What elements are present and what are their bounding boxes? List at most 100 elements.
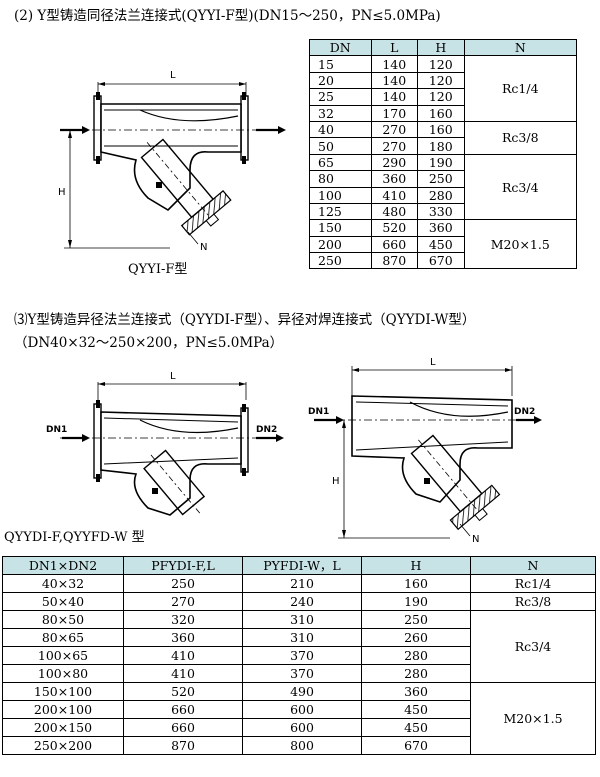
table-header-row: DN1×DN2 PFYDI-F,L PYFDI-W，L H N: [2, 556, 596, 575]
table-cell: 120: [417, 55, 465, 73]
table-row: 80×65 360 310 260: [2, 628, 596, 647]
table-cell-n: Rc1/4: [470, 574, 596, 593]
dn2-label: DN2: [256, 425, 277, 435]
table-cell: 200: [309, 235, 372, 254]
column-header: N: [463, 38, 578, 57]
table-cell: 280: [417, 186, 465, 204]
table-cell: 320: [123, 610, 243, 629]
table-cell: 250×200: [2, 736, 124, 755]
dim-L-label: L: [170, 371, 176, 382]
table-row: 250×200 870 800 670: [2, 736, 596, 755]
table-cell: 25: [309, 88, 372, 106]
table-cell: 80×50: [2, 610, 124, 629]
table-cell: 450: [417, 235, 465, 254]
dim-N-label: N: [472, 534, 479, 545]
table-cell: 210: [242, 574, 362, 593]
column-header: PFYDI-F,L: [123, 556, 243, 575]
table-cell: 270: [370, 120, 419, 139]
qyyi-f-drawing: L H N: [58, 70, 286, 253]
table-cell: 450: [361, 718, 471, 737]
table-cell: 170: [370, 104, 419, 122]
table-row: 150×100 520 490 360 M20×1.5: [2, 682, 596, 755]
qyydi-f-drawing: L DN1 DN2: [46, 371, 284, 516]
table-cell: 40×32: [2, 574, 124, 593]
table-cell: 160: [417, 104, 465, 122]
table-cell: 100×65: [2, 646, 124, 665]
table-cell: 870: [123, 736, 243, 755]
table-cell: 200×100: [2, 700, 124, 719]
table-row: 250 870 670: [309, 252, 577, 270]
table-row: 40 270 160 Rc3/8: [309, 120, 578, 155]
table-row: 100×80 410 370 280: [2, 664, 596, 683]
table-cell: 490: [242, 682, 362, 701]
table-cell: 150: [309, 219, 372, 237]
table-cell: 410: [123, 646, 243, 665]
dim-L-label: L: [430, 357, 436, 368]
table-cell: 410: [123, 664, 243, 683]
section2-title: (2) Y型铸造同径法兰连接式(QYYI-F型)(DN15～250，PN≤5.0…: [14, 8, 441, 24]
table-cell: 600: [242, 718, 362, 737]
table-cell: 160: [417, 120, 465, 139]
table-cell: 140: [370, 88, 419, 106]
table-cell: 870: [370, 252, 419, 270]
qyydi-caption: QYYDI-F,QYYFD-W 型: [4, 530, 145, 545]
table-cell: 250: [417, 170, 465, 188]
table-cell: 310: [242, 628, 362, 647]
table-cell: 660: [123, 718, 243, 737]
table-row: 25 140 120: [309, 88, 577, 106]
table-cell: 160: [361, 574, 471, 593]
column-header: N: [470, 556, 596, 575]
dim-H-label: H: [332, 476, 340, 487]
table-cell: 120: [417, 88, 465, 106]
table-cell: 180: [417, 137, 465, 155]
section3-title: ⑶Y型铸造异径法兰连接式（QYYDI-F型）、异径对焊连接式（QYYDI-W型）: [14, 312, 476, 328]
table-cell: 670: [417, 252, 465, 270]
table-cell: 520: [123, 682, 243, 701]
qyyi-f-spec-table: DN L H N 15 140 120 Rc1/4 20 140 120 25 …: [309, 38, 578, 270]
table-cell: 360: [370, 170, 419, 188]
table-cell: 50×40: [2, 592, 124, 611]
table-cell: 310: [242, 610, 362, 629]
table-row: 65 290 190 Rc3/4: [309, 153, 578, 221]
table-row: 200 660 450: [309, 235, 577, 254]
table-row: 32 170 160: [309, 104, 577, 122]
table-cell: 40: [309, 120, 372, 139]
dn1-label: DN1: [46, 425, 67, 435]
table-cell: 50: [309, 137, 372, 155]
table-cell: 660: [370, 235, 419, 254]
table-cell-n: Rc3/4: [470, 610, 596, 683]
qyydi-w-drawing: L DN1 DN2 H N: [308, 357, 542, 545]
table-cell-n: M20×1.5: [470, 682, 596, 755]
table-cell: 65: [309, 153, 372, 172]
table-cell-n: Rc1/4: [463, 55, 578, 122]
table-cell: 150×100: [2, 682, 124, 701]
table-cell: 480: [370, 202, 419, 221]
table-cell-n: Rc3/8: [470, 592, 596, 611]
section3-subtitle: （DN40×32～250×200，PN≤5.0MPa）: [14, 335, 284, 351]
table-row: 80 360 250: [309, 170, 577, 188]
table-cell: 140: [370, 71, 419, 90]
table-header-row: DN L H N: [309, 38, 578, 57]
table-cell: 80×65: [2, 628, 124, 647]
table-cell-n: Rc3/8: [463, 120, 578, 155]
dn1-label: DN1: [308, 407, 329, 417]
dim-N-label: N: [200, 242, 207, 253]
table-row: 80×50 320 310 250 Rc3/4: [2, 610, 596, 683]
table-cell: 660: [123, 700, 243, 719]
column-header: L: [370, 38, 419, 57]
table-row: 50×40 270 240 190 Rc3/8: [2, 592, 596, 611]
table-cell: 125: [309, 202, 372, 221]
table-cell: 250: [123, 574, 243, 593]
table-cell: 260: [361, 628, 471, 647]
table-cell: 250: [361, 610, 471, 629]
table-cell: 330: [417, 202, 465, 221]
table-cell: 370: [242, 664, 362, 683]
table-cell: 800: [242, 736, 362, 755]
table-cell: 240: [242, 592, 362, 611]
table-cell: 270: [123, 592, 243, 611]
table-cell: 600: [242, 700, 362, 719]
table-cell: 410: [370, 186, 419, 204]
column-header: H: [417, 38, 465, 57]
table-cell: 190: [361, 592, 471, 611]
table-cell: 20: [309, 71, 372, 90]
